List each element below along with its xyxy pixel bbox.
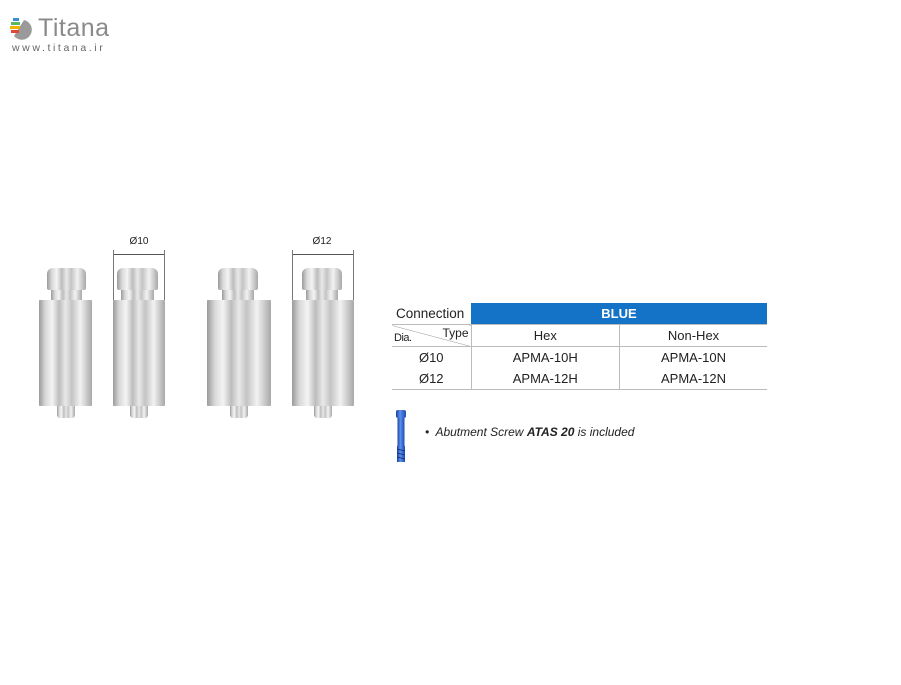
connection-label: Connection — [396, 306, 465, 321]
dimension-line — [113, 254, 165, 255]
abutment-neck — [51, 290, 82, 300]
abutment-neck — [121, 290, 154, 300]
abutment-body — [207, 300, 271, 406]
table-row: Ø10 APMA-10H APMA-10N — [392, 346, 767, 368]
abutment-neck — [306, 290, 338, 300]
logo-url: www.titana.ir — [12, 42, 106, 54]
dia-type-header: Dia. Type — [392, 324, 472, 347]
connection-value: BLUE — [471, 303, 767, 325]
dimension-label-10: Ø10 — [129, 236, 149, 247]
dimension-label-12: Ø12 — [312, 236, 332, 247]
abutment-cap — [218, 268, 258, 290]
abutment-tip — [314, 406, 332, 418]
abutment-body — [113, 300, 165, 406]
abutment-cap — [302, 268, 342, 290]
note-prefix: Abutment Screw — [435, 425, 524, 439]
abutment-body — [292, 300, 354, 406]
abutment-neck — [222, 290, 254, 300]
abutment-tip — [130, 406, 148, 418]
dimension-line — [353, 250, 354, 300]
dimension-line — [164, 250, 165, 300]
dia-cell: Ø12 — [392, 368, 472, 390]
dia-label: Dia. — [394, 332, 412, 344]
logo-mark-icon — [10, 18, 32, 40]
abutment-body — [39, 300, 92, 406]
abutment-cap — [117, 268, 158, 290]
dia-cell: Ø10 — [392, 346, 472, 368]
logo-name: Titana — [38, 14, 110, 42]
note-screw-code: ATAS 20 — [526, 425, 575, 439]
column-header-hex: Hex — [471, 324, 621, 347]
hex-cell: APMA-12H — [471, 368, 621, 390]
table-row: Ø12 APMA-12H APMA-12N — [392, 368, 767, 390]
abutment-tip — [56, 406, 75, 418]
hex-cell: APMA-10H — [471, 346, 621, 368]
dimension-line — [292, 254, 354, 255]
abutment-screw-image — [396, 410, 406, 462]
spec-table: Connection BLUE Dia. Type Hex Non-Hex Ø1… — [392, 303, 767, 390]
note-bullet: • — [425, 425, 430, 439]
dimension-line — [292, 250, 293, 300]
abutment-tip — [230, 406, 248, 418]
nonhex-cell: APMA-10N — [661, 350, 727, 365]
nonhex-cell: APMA-12N — [619, 368, 767, 390]
type-label: Type — [442, 326, 469, 340]
abutment-cap — [47, 268, 86, 290]
note-suffix: is included — [577, 425, 635, 439]
column-header-nonhex: Non-Hex — [619, 324, 767, 347]
dimension-line — [113, 250, 114, 300]
screw-note: • Abutment Screw ATAS 20 is included — [425, 425, 634, 439]
